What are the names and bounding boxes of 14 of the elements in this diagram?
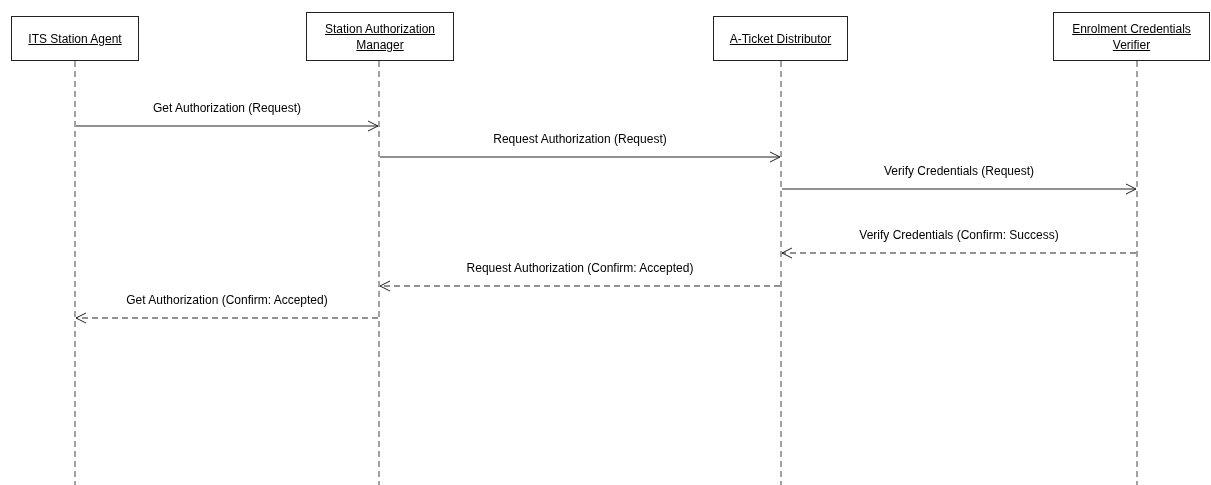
message-arrow [781,247,1137,259]
participant-box: Enrolment Credentials Verifier [1053,12,1210,61]
participant-box: ITS Station Agent [11,16,139,61]
message-arrow [75,312,379,324]
lifeline [1136,61,1138,485]
lifeline [74,61,76,485]
lifeline [780,61,782,485]
lifeline [378,61,380,485]
participant-box: A-Ticket Distributor [713,16,848,61]
participant-box: Station Authorization Manager [306,12,454,61]
message-arrow [379,151,781,163]
message-arrow [75,120,379,132]
message-arrow [781,183,1137,195]
message-arrow [379,280,781,292]
